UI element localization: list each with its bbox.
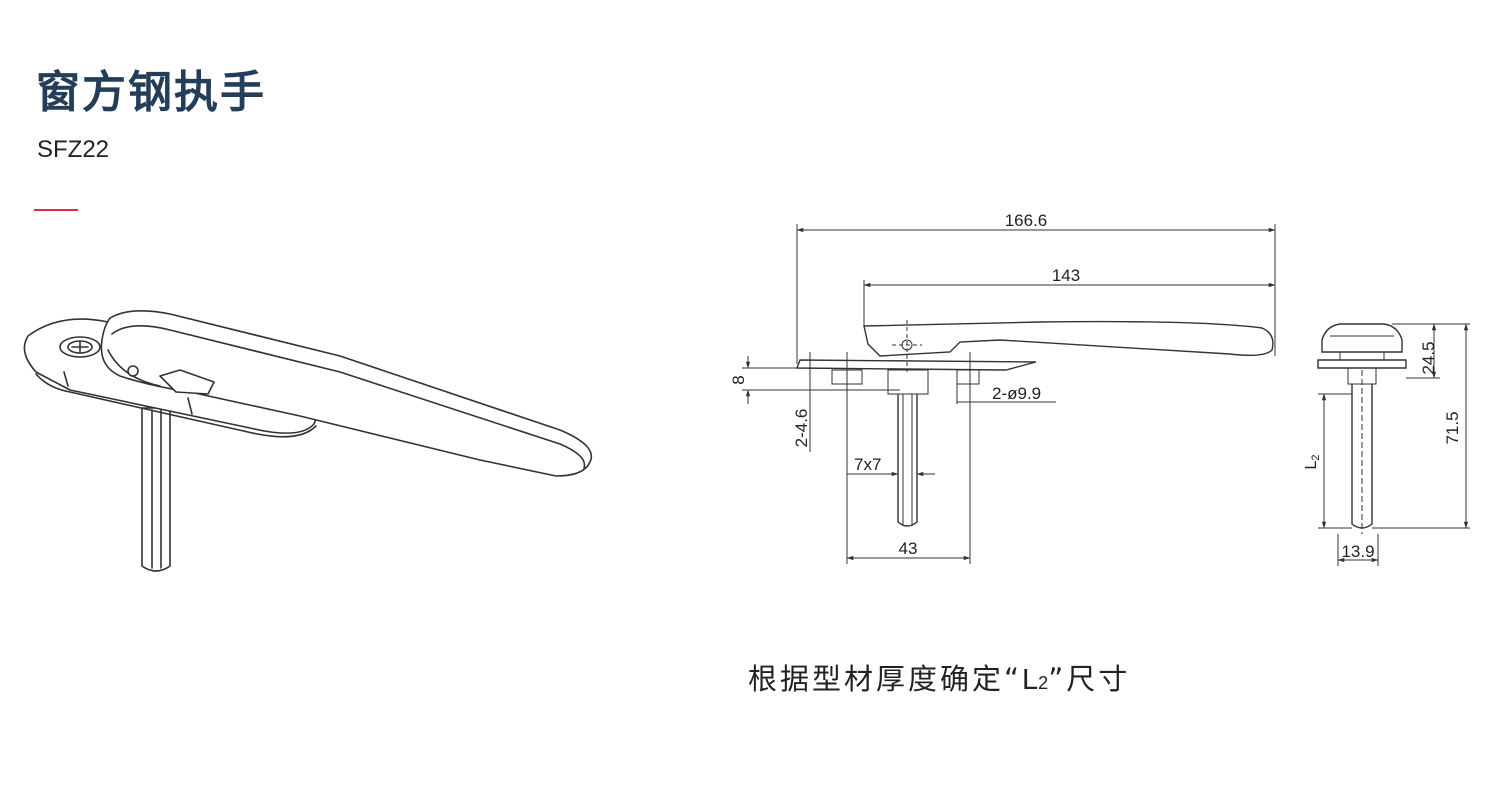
spindle-side (897, 394, 918, 527)
dim-variable-length: L (1303, 461, 1320, 470)
svg-text:L2: L2 (1303, 454, 1322, 469)
pivot-slot (159, 369, 215, 395)
lever-bevel (111, 325, 586, 469)
handle-head-side (1321, 323, 1403, 353)
mount-boss-center (887, 369, 929, 395)
mount-boss-right (956, 369, 980, 385)
dim-head-height: 24.5 (1419, 341, 1438, 374)
screw-head-left (59, 336, 101, 358)
collar-side (1339, 351, 1385, 361)
dim-base-height: 8 (729, 375, 748, 384)
dim-spindle-width: 13.9 (1341, 542, 1374, 561)
pivot-pin-icon (127, 365, 139, 377)
dimension-note: 根据型材厚度确定“L2”尺寸 (748, 656, 1130, 698)
front-view-drawing: 166.6 143 8 2-4.6 2-ø9.9 7x7 43 (729, 211, 1276, 564)
accent-divider (34, 209, 78, 211)
note-suffix: ”尺寸 (1048, 662, 1131, 696)
handle-perspective-illustration (23, 310, 593, 572)
dim-variable-length-sub: 2 (1310, 454, 1322, 460)
spindle-shaft (141, 407, 171, 572)
dim-overall-length: 166.6 (1005, 211, 1048, 230)
base-flange-side (1317, 359, 1407, 369)
base-plate-edge (35, 373, 317, 438)
note-prefix: 根据型材厚度确定“ (748, 662, 1023, 696)
page-title: 窗方钢执手 (36, 67, 266, 118)
dim-handle-length: 143 (1052, 266, 1080, 285)
side-view-drawing: 24.5 71.5 L2 13.9 (1303, 323, 1470, 566)
model-number: SFZ22 (37, 136, 110, 163)
dim-total-height: 71.5 (1443, 411, 1462, 444)
note-var-letter: L (1022, 664, 1039, 696)
dim-spindle-square: 7x7 (854, 455, 881, 474)
handle-outline (863, 320, 1274, 357)
dim-hole-spacing: 43 (899, 539, 918, 558)
dim-hole-depth: 2-4.6 (792, 409, 811, 448)
lever-body (100, 310, 593, 477)
base-plate-side (795, 359, 1037, 371)
note-var-sub: 2 (1038, 673, 1049, 693)
dim-holes: 2-ø9.9 (992, 384, 1041, 403)
